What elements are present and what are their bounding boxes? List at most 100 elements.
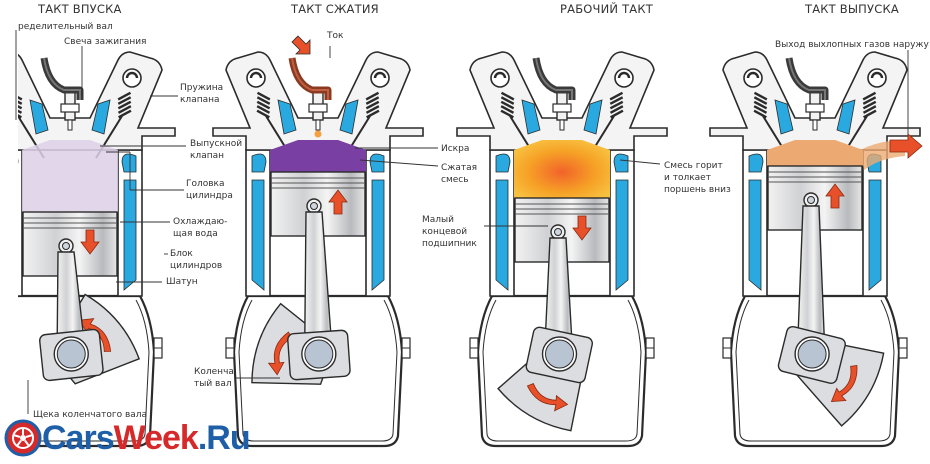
rotate-counterclockwise-icon: [526, 383, 569, 412]
logo-part-cars: Cars: [42, 419, 115, 457]
coolant-jacket: [495, 179, 509, 291]
label-valve-spring: Пружина клапана: [180, 83, 224, 105]
coolant-jacket: [615, 179, 629, 291]
cylinder-head: [18, 51, 176, 151]
combustion-chamber-charge: [270, 140, 366, 172]
coolant-jacket: [277, 99, 297, 135]
label-coolant: Охлаждаю- щая вода: [173, 217, 228, 239]
camshaft-lobe: [246, 68, 266, 88]
coolant-jacket: [371, 179, 385, 291]
label-cylinder-block: Блок цилиндров: [170, 249, 223, 271]
valve-spring-coil: [500, 96, 515, 105]
coolant-jacket: [868, 179, 882, 291]
valve-spring-coil: [117, 91, 132, 101]
crank-pin: [56, 339, 86, 369]
camshaft-lobe: [370, 68, 390, 88]
label-exhaust-valve: Выпускной клапан: [190, 139, 243, 161]
camshaft-lobe: [122, 68, 142, 88]
camshaft-lobe: [0, 69, 17, 87]
coolant-jacket: [748, 153, 764, 173]
valve-spring-coil: [256, 105, 271, 114]
coolant-jacket: [774, 99, 794, 135]
title-power-stroke: РАБОЧИЙ ТАКТ: [560, 2, 653, 16]
coolant-jacket: [583, 99, 603, 135]
label-spark-plug: Свеча зажигания: [64, 37, 147, 47]
valve-spring-coil: [753, 100, 768, 110]
coolant-jacket: [18, 158, 19, 165]
arrow-up-icon: [825, 183, 845, 209]
title-compression-stroke: ТАКТ СЖАТИЯ: [291, 2, 379, 16]
label-spark: Искра: [441, 144, 470, 154]
valve-spring-coil: [256, 96, 271, 105]
valve-spring-coil: [862, 91, 877, 101]
crank-pin: [797, 339, 827, 369]
coolant-jacket: [251, 179, 265, 291]
valve-spring-coil: [365, 96, 380, 105]
valve-spring-coil: [753, 105, 768, 114]
engine-intake: [0, 51, 176, 448]
arrow-right-icon: [889, 133, 923, 159]
combustion-chamber-charge: [22, 140, 118, 212]
valve-spring-coil: [117, 105, 132, 114]
rotate-clockwise-icon: [830, 364, 858, 402]
label-camshaft: ределительный вал: [18, 22, 113, 32]
valve-spring-coil: [18, 91, 23, 101]
coolant-jacket: [91, 99, 111, 135]
valve-spring-coil: [753, 96, 768, 105]
logo-part-ru: .Ru: [197, 419, 251, 457]
valve-spring-coil: [117, 100, 132, 110]
crank-pin: [545, 339, 575, 369]
connecting-rod: [797, 205, 825, 335]
label-current: Ток: [327, 31, 344, 41]
rotate-counterclockwise-icon: [267, 331, 293, 376]
arrow-down-icon: [572, 215, 592, 241]
valve-spring-coil: [365, 105, 380, 114]
valve-spring-coil: [862, 100, 877, 110]
label-compressed-mixture: Сжатая смесь: [441, 163, 478, 185]
cylinder-wall-left: [18, 149, 23, 297]
coolant-jacket: [121, 153, 137, 173]
valve-spring-coil: [609, 100, 624, 110]
valve-spring-coil: [609, 91, 624, 101]
label-crankshaft: Коленча тый вал: [194, 367, 234, 389]
valve-spring-coil: [609, 105, 624, 114]
valve-spring-coil: [365, 100, 380, 110]
valve-spring-coil: [500, 100, 515, 110]
label-crank-web: Щека коленчатого вала: [33, 410, 148, 420]
camshaft-lobe: [867, 68, 887, 88]
logo-part-week: Week: [113, 419, 199, 457]
combustion-chamber-charge: [767, 140, 863, 166]
carsweek-logo: CarsWeek.Ru: [4, 418, 251, 458]
valve-spring-coil: [18, 100, 23, 110]
title-exhaust-stroke: ТАКТ ВЫПУСКА: [805, 2, 899, 16]
label-mixture-burns: Смесь горит и толкает поршень вниз: [664, 161, 731, 195]
coolant-jacket: [836, 99, 856, 135]
valve-spring-coil: [256, 91, 271, 101]
coolant-jacket: [123, 179, 137, 291]
valve-spring-coil: [500, 105, 515, 114]
valve-spring-coil: [609, 96, 624, 105]
crank-pin: [304, 339, 334, 369]
valve-spring-coil: [256, 100, 271, 110]
label-cylinder-head: Головка цилиндра: [186, 179, 233, 201]
valve-spring-coil: [18, 105, 23, 114]
coolant-jacket: [339, 99, 359, 135]
coolant-jacket: [748, 179, 762, 291]
coolant-jacket: [369, 153, 385, 173]
valve-spring-coil: [500, 91, 515, 101]
callout-line: [359, 159, 439, 167]
engine-compression: [212, 35, 424, 448]
coolant-jacket: [4, 180, 16, 290]
label-connecting-rod: Шатун: [166, 277, 198, 287]
coolant-jacket: [251, 153, 267, 173]
label-exhaust-out: Выход выхлопных газов наружу: [775, 40, 929, 50]
title-intake-stroke: ТАКТ ВПУСКА: [38, 2, 122, 16]
arrow-down-icon: [80, 229, 100, 255]
coolant-jacket: [521, 99, 541, 135]
spark-icon: [314, 130, 322, 138]
logo-wordmark: CarsWeek.Ru: [42, 418, 251, 458]
engine-power: [456, 51, 668, 448]
callout-line: [619, 159, 661, 165]
